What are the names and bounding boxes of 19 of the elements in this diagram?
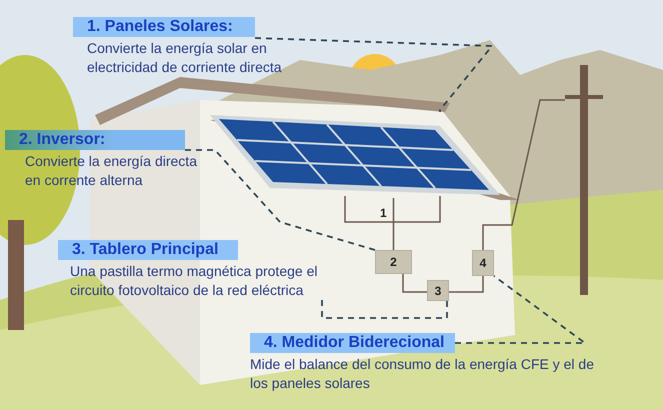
callout-heading: 2. Inversor: [5,130,185,150]
wire [449,276,484,293]
utility-pole [565,65,603,295]
component-box: 3 [427,280,449,301]
leader-line [254,37,494,112]
callout-heading: 1. Paneles Solares: [73,17,255,37]
component-box: 2 [375,250,412,274]
callout-description: Mide el balance del consumo de la energía CFE y el de los paneles solares [250,355,595,393]
leader-line [321,300,448,319]
wire [482,99,565,250]
solar-panel [207,112,503,198]
callout-heading: 4. Medidor Biderecional [250,333,455,353]
component-box: 4 [472,250,494,276]
callout-description: Convierte la energía solar en electricidad de corriente directa [87,39,283,77]
leader-line [185,149,376,251]
callout-heading: 3. Tablero Principal [58,240,238,260]
wire [402,274,427,293]
callout-number: 1 [380,206,387,220]
wire [392,198,394,250]
